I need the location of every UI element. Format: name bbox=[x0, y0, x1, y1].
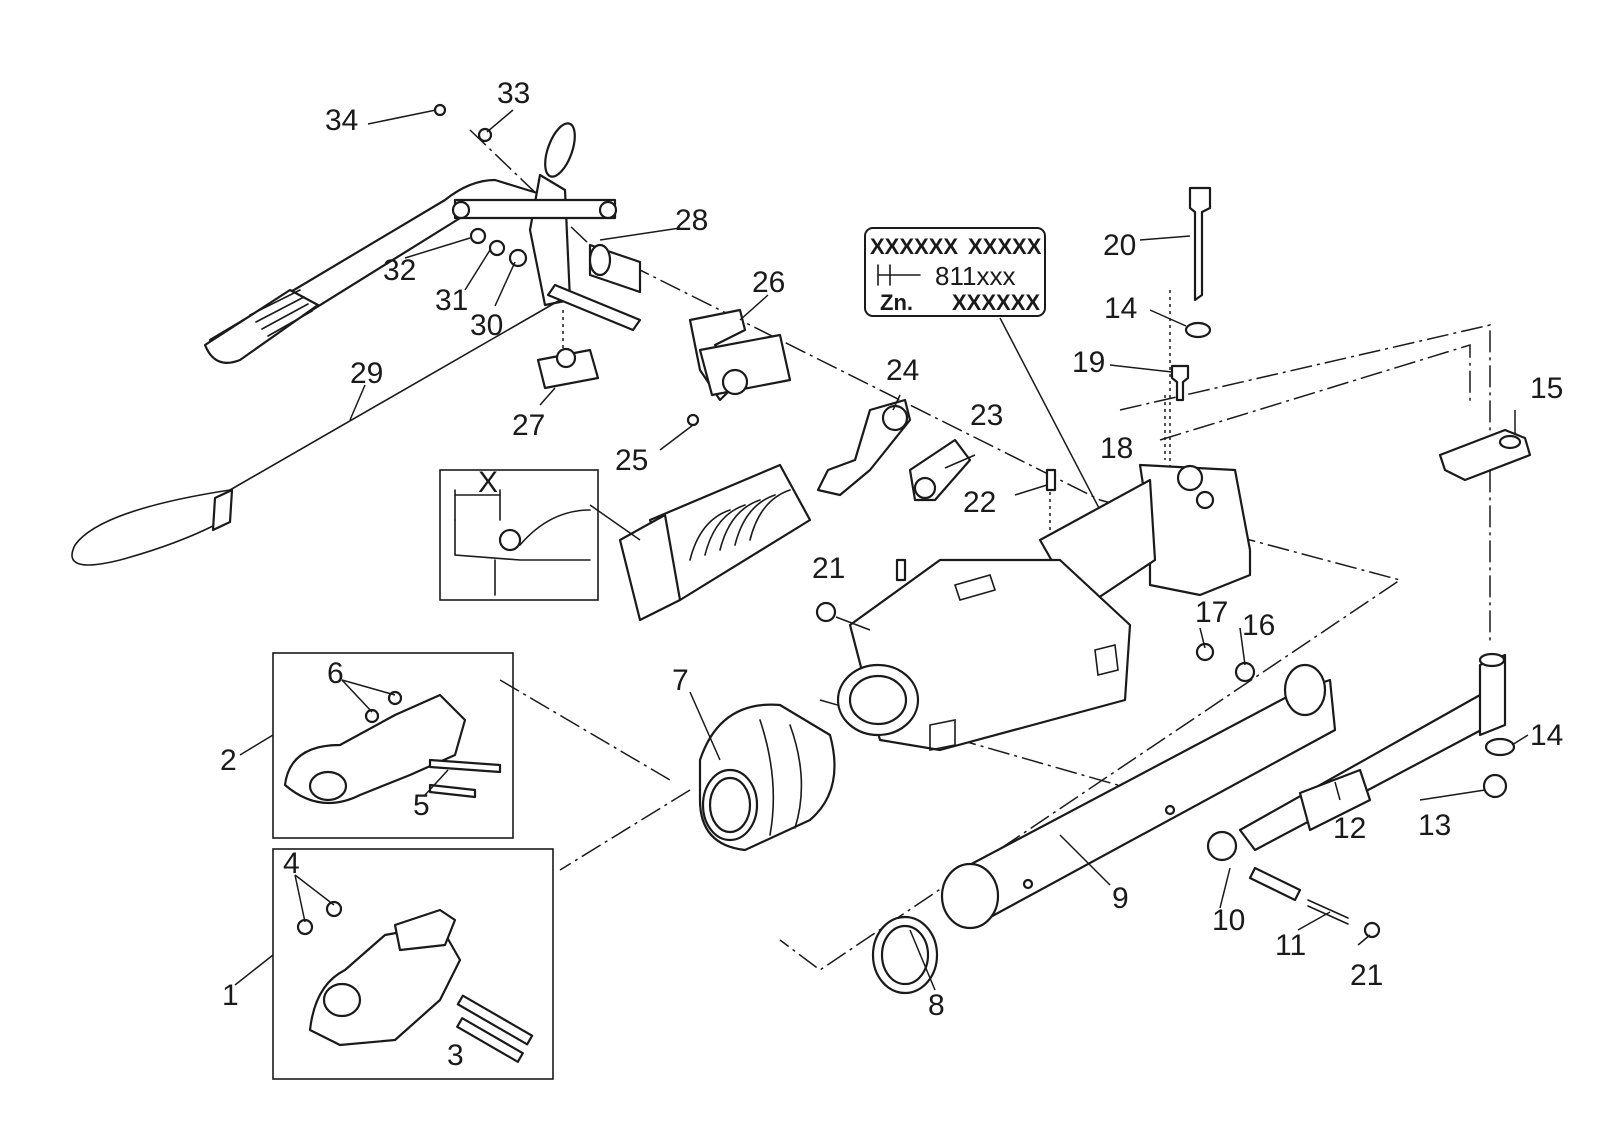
hand-lever bbox=[203, 122, 642, 364]
label-part-10: 10 bbox=[1212, 904, 1245, 937]
label-part-19: 19 bbox=[1072, 346, 1105, 379]
label-part-28: 28 bbox=[675, 204, 708, 237]
plate-line1-left: XXXXXX bbox=[870, 234, 958, 259]
coupling-housing bbox=[836, 463, 1252, 752]
label-part-14b: 14 bbox=[1530, 719, 1563, 752]
label-part-6: 6 bbox=[327, 657, 344, 690]
absorber-hardware bbox=[1248, 737, 1516, 939]
bushing bbox=[871, 915, 939, 995]
label-part-26: 26 bbox=[752, 266, 785, 299]
label-part-31: 31 bbox=[435, 284, 468, 317]
label-part-14a: 14 bbox=[1104, 292, 1137, 325]
label-part-11: 11 bbox=[1275, 929, 1306, 962]
label-part-3: 3 bbox=[447, 1039, 464, 1072]
label-part-22: 22 bbox=[963, 486, 996, 519]
draw-tube bbox=[940, 663, 1337, 930]
label-part-25: 25 bbox=[615, 444, 648, 477]
lock-lever bbox=[686, 308, 792, 427]
plate-line3-right: XXXXXX bbox=[952, 290, 1040, 315]
label-part-24: 24 bbox=[886, 354, 919, 387]
label-part-32: 32 bbox=[383, 254, 416, 287]
leader-lines bbox=[234, 109, 1529, 991]
label-part-27: 27 bbox=[512, 409, 545, 442]
housing-bolts bbox=[895, 186, 1212, 582]
label-part-33: 33 bbox=[497, 77, 530, 110]
assembly-axes bbox=[469, 129, 1491, 971]
label-part-13: 13 bbox=[1418, 809, 1451, 842]
bellows bbox=[698, 703, 836, 852]
label-part-4: 4 bbox=[283, 847, 300, 880]
label-part-1: 1 bbox=[222, 979, 239, 1012]
label-part-16: 16 bbox=[1242, 609, 1275, 642]
label-part-2: 2 bbox=[220, 744, 237, 777]
plate-line1-right: XXXXX bbox=[968, 234, 1042, 259]
type-plate: XXXXXX XXXXX 811xxx Zn. XXXXXX bbox=[864, 227, 1101, 511]
label-part-17: 17 bbox=[1195, 596, 1228, 629]
detail-inset: X bbox=[439, 466, 599, 601]
dimension-x-label: X bbox=[478, 466, 498, 499]
linkage bbox=[816, 398, 972, 502]
plate-logo bbox=[877, 264, 921, 286]
label-part-15: 15 bbox=[1530, 372, 1563, 405]
label-part-9: 9 bbox=[1112, 882, 1129, 915]
label-part-18: 18 bbox=[1100, 432, 1133, 465]
label-part-8: 8 bbox=[928, 989, 945, 1022]
label-part-12: 12 bbox=[1333, 812, 1366, 845]
plate-line3-left: Zn. bbox=[880, 290, 913, 315]
label-part-5: 5 bbox=[413, 789, 430, 822]
label-part-21a: 21 bbox=[812, 552, 845, 585]
plate-line2-value: 811xxx bbox=[935, 261, 1015, 291]
label-part-20: 20 bbox=[1103, 229, 1136, 262]
lever-hardware bbox=[433, 103, 600, 390]
small-fittings bbox=[815, 601, 1256, 683]
part-number-labels: 1 2 3 4 5 6 7 8 9 10 11 12 13 14 14 15 1… bbox=[220, 77, 1563, 1072]
label-part-21b: 21 bbox=[1350, 959, 1383, 992]
shock-absorber bbox=[1206, 652, 1507, 862]
breakaway-cable bbox=[71, 299, 561, 566]
mounting-plate bbox=[1438, 428, 1532, 482]
coupling-head-box bbox=[272, 848, 554, 1080]
label-part-23: 23 bbox=[970, 399, 1003, 432]
label-part-7: 7 bbox=[672, 664, 689, 697]
label-part-30: 30 bbox=[470, 309, 503, 342]
label-part-29: 29 bbox=[350, 357, 383, 390]
label-part-34: 34 bbox=[325, 104, 358, 137]
coupling-eye-box bbox=[272, 652, 514, 839]
damper-spring bbox=[589, 463, 812, 622]
